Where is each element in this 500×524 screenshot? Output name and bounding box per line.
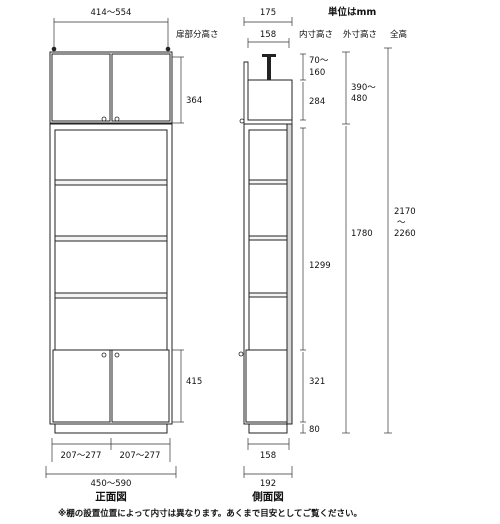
side-top-depth: 175 bbox=[260, 8, 276, 18]
inner-height-dimensions: 70〜 160 284 1299 321 80 bbox=[300, 53, 331, 435]
unit-label: 単位はmm bbox=[328, 6, 376, 18]
outer-height-dimensions: 390〜 480 1780 bbox=[342, 51, 376, 434]
upper-door-right bbox=[111, 53, 171, 122]
upper-door-left bbox=[51, 53, 111, 122]
tension-rod bbox=[267, 57, 271, 80]
side-back-edge bbox=[286, 123, 293, 425]
side-lower-knob bbox=[238, 351, 244, 357]
front-shelf bbox=[54, 235, 168, 242]
upper-inner-height: 284 bbox=[309, 97, 325, 107]
front-view: 414〜554 364 415 bbox=[45, 8, 202, 503]
upper-door-height: 364 bbox=[186, 96, 202, 106]
upper-right-knob bbox=[114, 116, 120, 122]
front-shelf bbox=[54, 179, 168, 186]
right-door-width: 207〜277 bbox=[120, 451, 161, 461]
plinth-height: 80 bbox=[309, 425, 320, 435]
lower-right-knob bbox=[114, 352, 120, 358]
lower-door-height: 415 bbox=[186, 377, 202, 387]
front-view-title: 正面図 bbox=[95, 491, 127, 503]
side-upper-knob bbox=[239, 118, 245, 124]
side-inner-depth-bottom: 158 bbox=[260, 451, 276, 461]
side-shelf bbox=[248, 292, 288, 298]
side-outer-depth-bottom: 192 bbox=[260, 479, 276, 489]
header-door-height: 扉部分高さ bbox=[176, 29, 219, 40]
tension-rod-cap bbox=[262, 54, 276, 57]
side-inner-depth-top: 158 bbox=[260, 30, 276, 40]
header-total-height: 全高 bbox=[390, 29, 407, 40]
lower-door-left bbox=[52, 349, 111, 423]
upper-outer-line1: 390〜 bbox=[351, 83, 376, 93]
total-height-line1: 2170 bbox=[394, 207, 416, 217]
lower-inner-height: 321 bbox=[309, 377, 325, 387]
total-height-line3: 2260 bbox=[394, 229, 416, 239]
lower-door-right bbox=[111, 349, 170, 423]
side-view: 175 158 70〜 160 284 bbox=[238, 8, 416, 503]
front-top-width: 414〜554 bbox=[91, 8, 132, 18]
upper-left-knob bbox=[101, 116, 107, 122]
lower-outer-height: 1780 bbox=[351, 229, 373, 239]
side-view-title: 側面図 bbox=[251, 490, 284, 503]
front-total-width: 450〜590 bbox=[91, 479, 132, 489]
front-shelf bbox=[54, 292, 168, 299]
side-plinth bbox=[248, 423, 288, 434]
total-height-dimension: 2170 〜 2260 bbox=[384, 47, 416, 434]
side-shelf bbox=[248, 235, 288, 241]
footnote: ※棚の設置位置によって内寸は異なります。あくまで目安としてご覧ください。 bbox=[58, 508, 362, 519]
upper-outer-line2: 480 bbox=[351, 94, 367, 104]
front-plinth bbox=[54, 423, 168, 434]
side-shelf bbox=[248, 179, 288, 185]
gap-height-line2: 160 bbox=[309, 68, 325, 78]
total-height-line2: 〜 bbox=[397, 218, 406, 228]
lower-left-knob bbox=[101, 352, 107, 358]
middle-inner-height: 1299 bbox=[309, 261, 331, 271]
header-inner-height: 内寸高さ bbox=[299, 29, 333, 40]
gap-height-line1: 70〜 bbox=[309, 56, 329, 66]
left-door-width: 207〜277 bbox=[61, 451, 102, 461]
header-outer-height: 外寸高さ bbox=[343, 29, 377, 40]
